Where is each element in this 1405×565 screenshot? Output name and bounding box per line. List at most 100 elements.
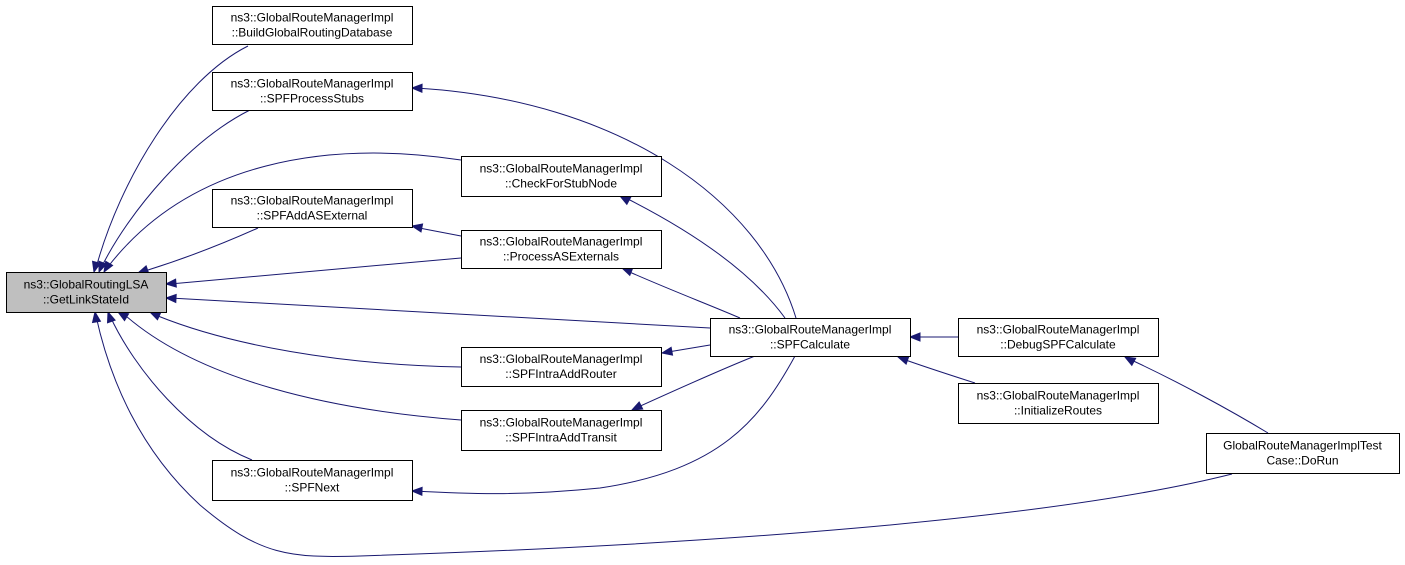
node-method-label: ::DebugSPFCalculate xyxy=(1000,338,1116,352)
node-namespace-label: ns3::GlobalRouteManagerImpl xyxy=(231,11,394,25)
node-box[interactable] xyxy=(212,460,413,501)
edges-layer xyxy=(91,45,1269,557)
focus-node-box[interactable] xyxy=(6,272,167,313)
node-method-label: ::SPFIntraAddTransit xyxy=(505,431,617,445)
node-box[interactable] xyxy=(212,189,413,228)
node-method-label: ::SPFProcessStubs xyxy=(260,92,364,106)
node-method-label: ::GetLinkStateId xyxy=(43,293,129,307)
arrowhead xyxy=(410,83,423,93)
node-box[interactable] xyxy=(461,347,662,387)
node-namespace-label: ns3::GlobalRouteManagerImpl xyxy=(231,194,394,208)
node-method-label: ::ProcessASExternals xyxy=(503,250,619,264)
arrowhead xyxy=(410,486,423,497)
edge-line xyxy=(621,195,786,319)
edge-debugspfcalculate-to-spfcalculate xyxy=(908,332,958,342)
edge-line xyxy=(100,109,251,269)
node-spfaddasexternal[interactable]: ns3::GlobalRouteManagerImpl::SPFAddASExt… xyxy=(212,189,413,228)
edge-testcase-dorun-to-getlinkstateid xyxy=(91,310,1233,557)
node-namespace-label: ns3::GlobalRouteManagerImpl xyxy=(480,352,643,366)
edge-spfcalculate-to-spfprocessstubs xyxy=(410,83,797,319)
arrowhead xyxy=(908,332,921,342)
edge-line xyxy=(1126,357,1269,434)
edge-initializeroutes-to-spfcalculate xyxy=(896,355,976,384)
edge-spfcalculate-to-spfintraaddtransit xyxy=(630,355,756,411)
node-method-label: ::SPFAddASExternal xyxy=(257,209,368,223)
node-method-label: ::SPFIntraAddRouter xyxy=(505,367,616,381)
edge-testcase-dorun-to-debugspfcalculate xyxy=(1123,356,1269,434)
edge-processasexternals-to-getlinkstateid xyxy=(164,257,462,288)
edge-line xyxy=(635,355,756,409)
arrowhead xyxy=(106,310,116,324)
node-method-label: Case::DoRun xyxy=(1266,454,1338,468)
arrowhead xyxy=(410,223,424,233)
node-checkforstubnode[interactable]: ns3::GlobalRouteManagerImpl::CheckForStu… xyxy=(461,156,662,197)
node-box[interactable] xyxy=(461,410,662,451)
node-method-label: ::InitializeRoutes xyxy=(1014,404,1102,418)
node-box[interactable] xyxy=(958,318,1159,357)
node-namespace-label: ns3::GlobalRouteManagerImpl xyxy=(977,323,1140,337)
edge-spfintraaddrouter-to-getlinkstateid xyxy=(148,311,462,368)
node-box[interactable] xyxy=(958,383,1159,424)
node-box[interactable] xyxy=(212,6,413,45)
edge-line xyxy=(169,297,711,329)
node-spfintraaddrouter[interactable]: ns3::GlobalRouteManagerImpl::SPFIntraAdd… xyxy=(461,347,662,387)
edge-line xyxy=(413,355,796,495)
edge-line xyxy=(157,315,462,368)
edge-buildglobalroutingdatabase-to-getlinkstateid xyxy=(91,45,249,274)
node-namespace-label: ns3::GlobalRouteManagerImpl xyxy=(480,162,643,176)
edge-spfcalculate-to-spfnext xyxy=(410,355,796,497)
edge-line xyxy=(415,87,797,319)
arrowhead xyxy=(660,346,674,356)
edge-line xyxy=(624,269,741,319)
edge-processasexternals-to-spfaddasexternal xyxy=(410,223,462,237)
node-namespace-label: GlobalRouteManagerImplTest xyxy=(1223,439,1382,453)
node-method-label: ::BuildGlobalRoutingDatabase xyxy=(232,26,393,40)
node-box[interactable] xyxy=(1206,433,1400,474)
edge-line xyxy=(125,315,462,421)
edge-spfintraaddtransit-to-getlinkstateid xyxy=(116,311,462,421)
edge-spfcalculate-to-processasexternals xyxy=(620,267,741,319)
arrowhead xyxy=(116,311,130,322)
edge-spfcalculate-to-getlinkstateid xyxy=(164,293,711,329)
node-spfnext[interactable]: ns3::GlobalRouteManagerImpl::SPFNext xyxy=(212,460,413,501)
arrowhead xyxy=(630,401,644,411)
node-namespace-label: ns3::GlobalRouteManagerImpl xyxy=(977,389,1140,403)
edge-line xyxy=(169,257,462,285)
arrowhead xyxy=(103,260,114,274)
arrowhead xyxy=(618,195,632,206)
node-getlinkstateid[interactable]: ns3::GlobalRoutingLSA::GetLinkStateId xyxy=(6,272,167,313)
node-spfprocessstubs[interactable]: ns3::GlobalRouteManagerImpl::SPFProcessS… xyxy=(212,72,413,111)
node-namespace-label: ns3::GlobalRouteManagerImpl xyxy=(231,77,394,91)
arrowhead xyxy=(164,293,177,304)
edge-spfnext-to-getlinkstateid xyxy=(106,310,253,461)
node-namespace-label: ns3::GlobalRouteManagerImpl xyxy=(480,235,643,249)
node-box[interactable] xyxy=(461,230,662,269)
node-spfintraaddtransit[interactable]: ns3::GlobalRouteManagerImpl::SPFIntraAdd… xyxy=(461,410,662,451)
arrowhead xyxy=(1123,356,1137,367)
node-spfcalculate[interactable]: ns3::GlobalRouteManagerImpl::SPFCalculat… xyxy=(710,318,911,357)
node-buildglobalroutingdatabase[interactable]: ns3::GlobalRouteManagerImpl::BuildGlobal… xyxy=(212,6,413,45)
edge-spfprocessstubs-to-getlinkstateid xyxy=(98,109,251,274)
node-namespace-label: ns3::GlobalRouteManagerImpl xyxy=(480,416,643,430)
node-box[interactable] xyxy=(710,318,911,357)
node-processasexternals[interactable]: ns3::GlobalRouteManagerImpl::ProcessASEx… xyxy=(461,230,662,269)
node-debugspfcalculate[interactable]: ns3::GlobalRouteManagerImpl::DebugSPFCal… xyxy=(958,318,1159,357)
node-namespace-label: ns3::GlobalRouteManagerImpl xyxy=(231,466,394,480)
edge-line xyxy=(106,152,462,269)
edge-spfaddasexternal-to-getlinkstateid xyxy=(136,227,259,275)
node-box[interactable] xyxy=(212,72,413,111)
arrowhead xyxy=(91,260,102,274)
node-method-label: ::SPFCalculate xyxy=(770,338,850,352)
node-box[interactable] xyxy=(461,156,662,197)
node-initializeroutes[interactable]: ns3::GlobalRouteManagerImpl::InitializeR… xyxy=(958,383,1159,424)
arrowhead xyxy=(896,355,910,365)
nodes-layer: ns3::GlobalRoutingLSA::GetLinkStateIdns3… xyxy=(6,6,1400,501)
arrowhead xyxy=(620,267,634,277)
arrowhead xyxy=(98,260,108,274)
edge-line xyxy=(95,315,1233,557)
edge-checkforstubnode-to-getlinkstateid xyxy=(103,152,462,274)
edge-spfcalculate-to-spfintraaddrouter xyxy=(660,344,711,356)
node-method-label: ::CheckForStubNode xyxy=(505,177,617,191)
